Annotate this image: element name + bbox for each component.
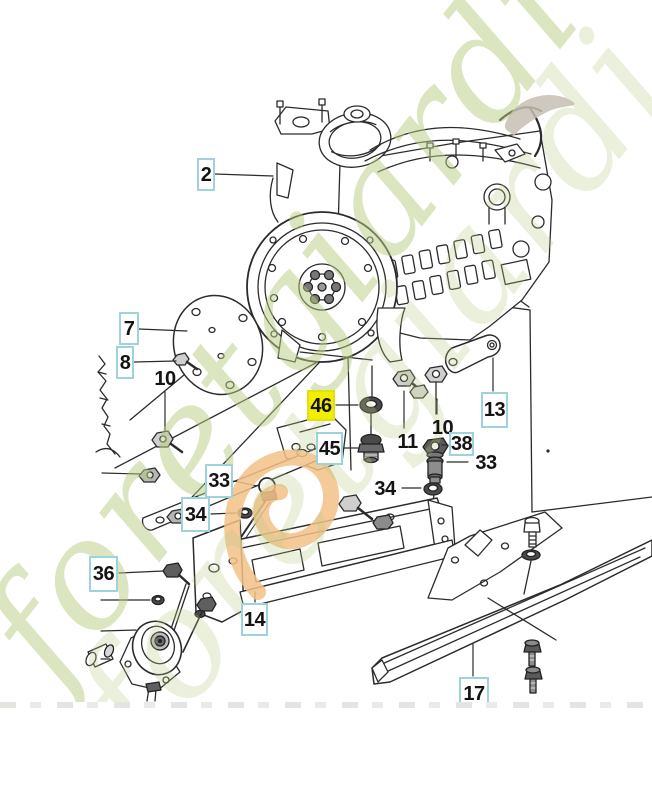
nut-38 <box>422 437 449 459</box>
bolt-10-left <box>151 430 184 454</box>
link-arm-13 <box>444 334 501 374</box>
top-mount-plate <box>274 98 331 135</box>
part-label-46[interactable]: 46 <box>307 390 335 421</box>
part-label-36[interactable]: 36 <box>89 556 118 592</box>
watermark-grey-swirl <box>504 94 575 136</box>
part-label-33r[interactable]: 33 <box>475 451 497 474</box>
torn-edge <box>0 702 652 708</box>
flywheel <box>246 211 398 363</box>
adapter-plate-7 <box>172 294 264 396</box>
bolt-mount-right <box>182 596 217 653</box>
spacer-33-right <box>426 456 444 484</box>
nut-left <box>138 467 161 483</box>
bolts-bottom-right <box>523 639 543 694</box>
washer-34-right <box>423 482 443 496</box>
engine-mount-36 <box>85 562 217 702</box>
part-label-7[interactable]: 7 <box>119 312 139 345</box>
part-label-38[interactable]: 38 <box>449 432 474 456</box>
part-label-14[interactable]: 14 <box>241 603 268 636</box>
fork-stud <box>145 681 162 702</box>
part-label-13[interactable]: 13 <box>481 392 508 428</box>
bolt-8 <box>172 352 199 371</box>
bolt-11 <box>392 369 429 399</box>
part-label-8[interactable]: 8 <box>116 346 134 379</box>
watermark-orange-swirl <box>224 449 340 600</box>
part-label-33l[interactable]: 33 <box>205 464 233 498</box>
bottom-whitespace <box>0 702 652 800</box>
part-label-2[interactable]: 2 <box>197 158 215 191</box>
bolt-washer-right <box>521 516 541 561</box>
part-label-11[interactable]: 11 <box>397 430 418 453</box>
bolt-10-right <box>424 365 448 415</box>
bushing <box>85 643 115 668</box>
plug-45 <box>357 433 385 464</box>
bolt-34-assembly <box>338 494 394 530</box>
part-label-10a[interactable]: 10 <box>154 368 176 390</box>
leader-lines <box>100 173 494 677</box>
part-label-45[interactable]: 45 <box>316 432 343 465</box>
engine-illustration <box>246 98 553 363</box>
washer-46-plug-45 <box>357 365 385 464</box>
part-label-34l[interactable]: 34 <box>181 497 210 532</box>
part-label-34r[interactable]: 34 <box>374 477 396 500</box>
part-label-10b[interactable]: 10 <box>431 416 454 439</box>
valve-cover <box>318 112 392 168</box>
